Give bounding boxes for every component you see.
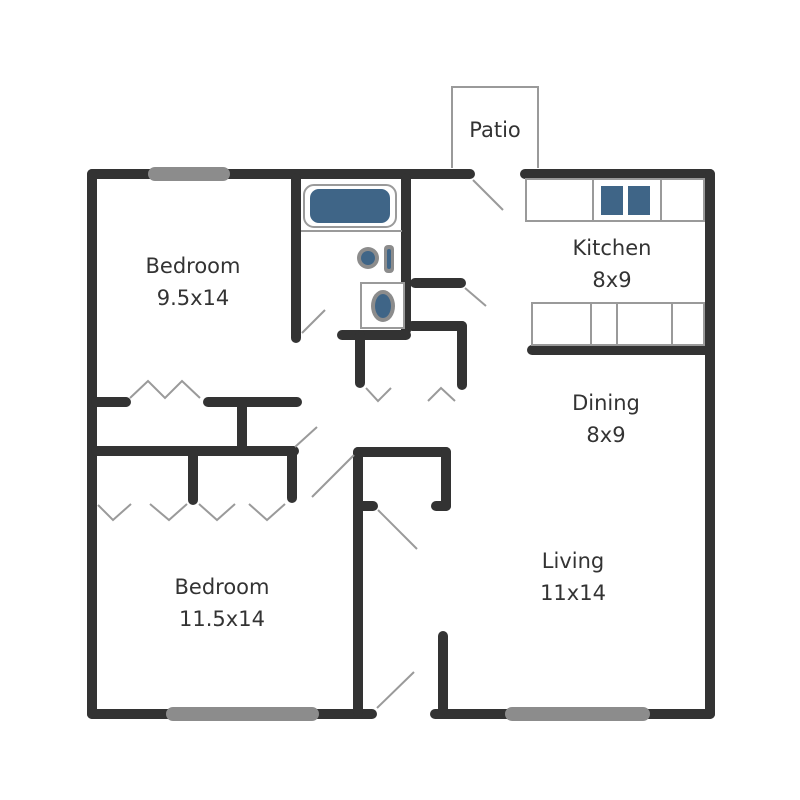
room-label-patio: Patio [469,114,521,146]
room-label-bedroom-2: Bedroom 11.5x14 [175,571,270,635]
dining-name: Dining [572,391,640,415]
kitchen-sink-icon [601,186,623,215]
living-name: Living [541,549,605,573]
patio-outline [451,86,539,168]
bedroom-1-name: Bedroom [145,254,241,278]
room-label-bedroom-1: Bedroom 9.5x14 [146,250,241,314]
kitchen-fixtures [525,178,705,346]
windows [148,167,650,721]
bedroom-1-size: 9.5x14 [156,286,230,310]
doors [97,179,504,709]
room-label-kitchen: Kitchen 8x9 [573,232,652,296]
bathroom-fixtures [301,184,405,329]
kitchen-name: Kitchen [572,236,652,260]
living-size: 11x14 [540,581,606,605]
patio-name: Patio [469,118,521,142]
kitchen-size: 8x9 [592,268,632,292]
dining-size: 8x9 [586,423,626,447]
room-label-living: Living 11x14 [540,545,606,609]
bedroom-2-name: Bedroom [174,575,270,599]
bedroom-2-size: 11.5x14 [179,607,265,631]
interior-walls [91,173,711,717]
room-label-dining: Dining 8x9 [572,387,640,451]
